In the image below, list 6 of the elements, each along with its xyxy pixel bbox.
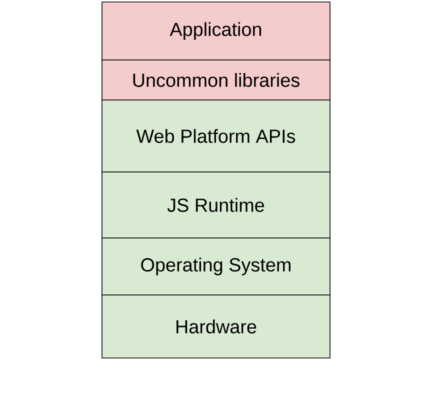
layer-box: Uncommon libraries [102, 60, 330, 100]
layer-box: JS Runtime [102, 172, 330, 238]
layer-box: Web Platform APIs [102, 100, 330, 172]
layer-box: Operating System [102, 238, 330, 296]
layer-box: Application [102, 2, 330, 60]
layer-box: Hardware [102, 294, 330, 358]
